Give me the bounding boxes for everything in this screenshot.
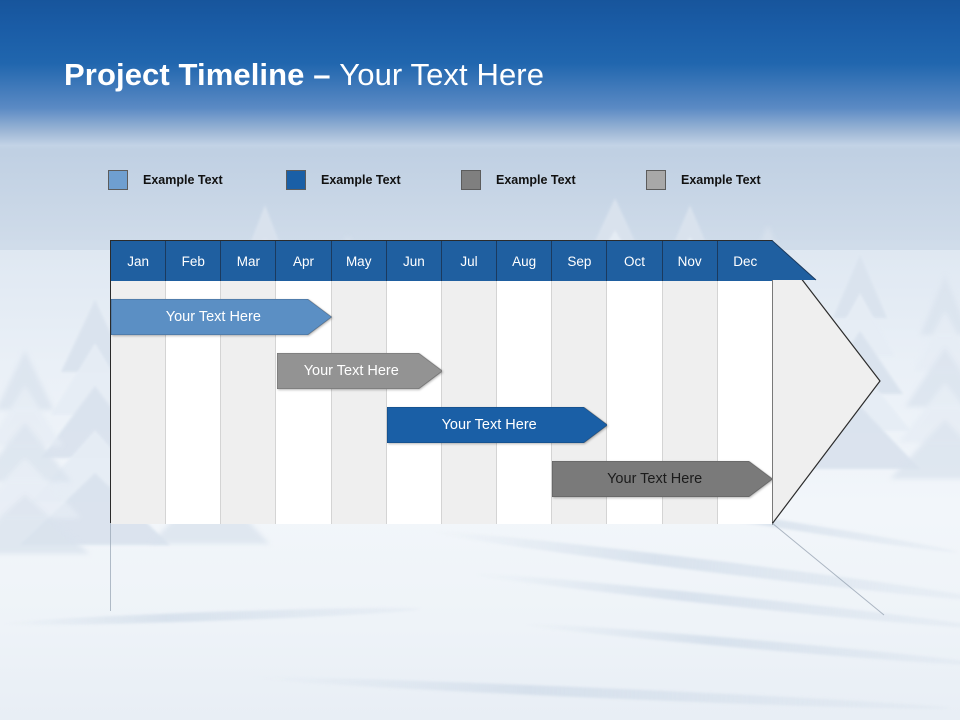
month-header-jun[interactable]: Jun xyxy=(387,241,442,281)
task-bar-label: Your Text Here xyxy=(607,471,703,487)
legend-swatch-icon xyxy=(286,170,306,190)
chart-column-jul xyxy=(441,241,498,524)
snow-tree xyxy=(890,275,960,479)
legend-item-3[interactable]: Example Text xyxy=(461,170,576,190)
month-header-jul[interactable]: Jul xyxy=(442,241,498,281)
legend-swatch-icon xyxy=(461,170,481,190)
chart-column-aug xyxy=(497,241,553,524)
month-header-mar[interactable]: Mar xyxy=(221,241,277,281)
legend-item-4[interactable]: Example Text xyxy=(646,170,761,190)
legend-item-label: Example Text xyxy=(496,173,576,187)
task-bar-shape xyxy=(552,461,773,497)
month-header-apr[interactable]: Apr xyxy=(276,241,332,281)
task-bar-shape xyxy=(111,299,332,335)
month-header-nov[interactable]: Nov xyxy=(663,241,718,281)
legend-swatch-icon xyxy=(646,170,666,190)
month-header-aug[interactable]: Aug xyxy=(497,241,553,281)
chart-column-mar xyxy=(221,241,277,524)
month-header-feb[interactable]: Feb xyxy=(166,241,222,281)
page-title-bold: Project Timeline xyxy=(64,57,305,92)
page-title-dash: – xyxy=(304,57,340,92)
legend-item-2[interactable]: Example Text xyxy=(286,170,401,190)
legend-item-label: Example Text xyxy=(321,173,401,187)
task-bar-shape xyxy=(276,353,442,389)
chart-column-jan xyxy=(111,241,167,524)
chart-column-feb xyxy=(166,241,222,524)
guide-line-diagonal xyxy=(771,522,892,618)
month-header-sep[interactable]: Sep xyxy=(552,241,608,281)
task-bar-1[interactable]: Your Text Here xyxy=(111,299,332,335)
task-bar-4[interactable]: Your Text Here xyxy=(552,461,773,497)
page-title: Project Timeline – Your Text Here xyxy=(64,57,544,93)
guide-line-vertical xyxy=(110,523,111,611)
task-bar-2[interactable]: Your Text Here xyxy=(276,353,442,389)
task-bar-label: Your Text Here xyxy=(303,363,399,379)
legend-item-label: Example Text xyxy=(143,173,223,187)
snow-tree xyxy=(0,350,90,554)
task-bar-3[interactable]: Your Text Here xyxy=(386,407,608,443)
month-header-jan[interactable]: Jan xyxy=(111,241,167,281)
task-bar-label: Your Text Here xyxy=(441,417,537,433)
legend-item-label: Example Text xyxy=(681,173,761,187)
task-bar-shape xyxy=(386,407,608,443)
page-title-normal: Your Text Here xyxy=(339,57,545,92)
month-header-oct[interactable]: Oct xyxy=(607,241,663,281)
title-band xyxy=(0,0,960,150)
legend-item-1[interactable]: Example Text xyxy=(108,170,223,190)
task-bar-label: Your Text Here xyxy=(165,309,261,325)
column-stripes xyxy=(111,241,773,524)
month-header-may[interactable]: May xyxy=(332,241,387,281)
month-header-dec[interactable]: Dec xyxy=(733,253,758,269)
legend-swatch-icon xyxy=(108,170,128,190)
